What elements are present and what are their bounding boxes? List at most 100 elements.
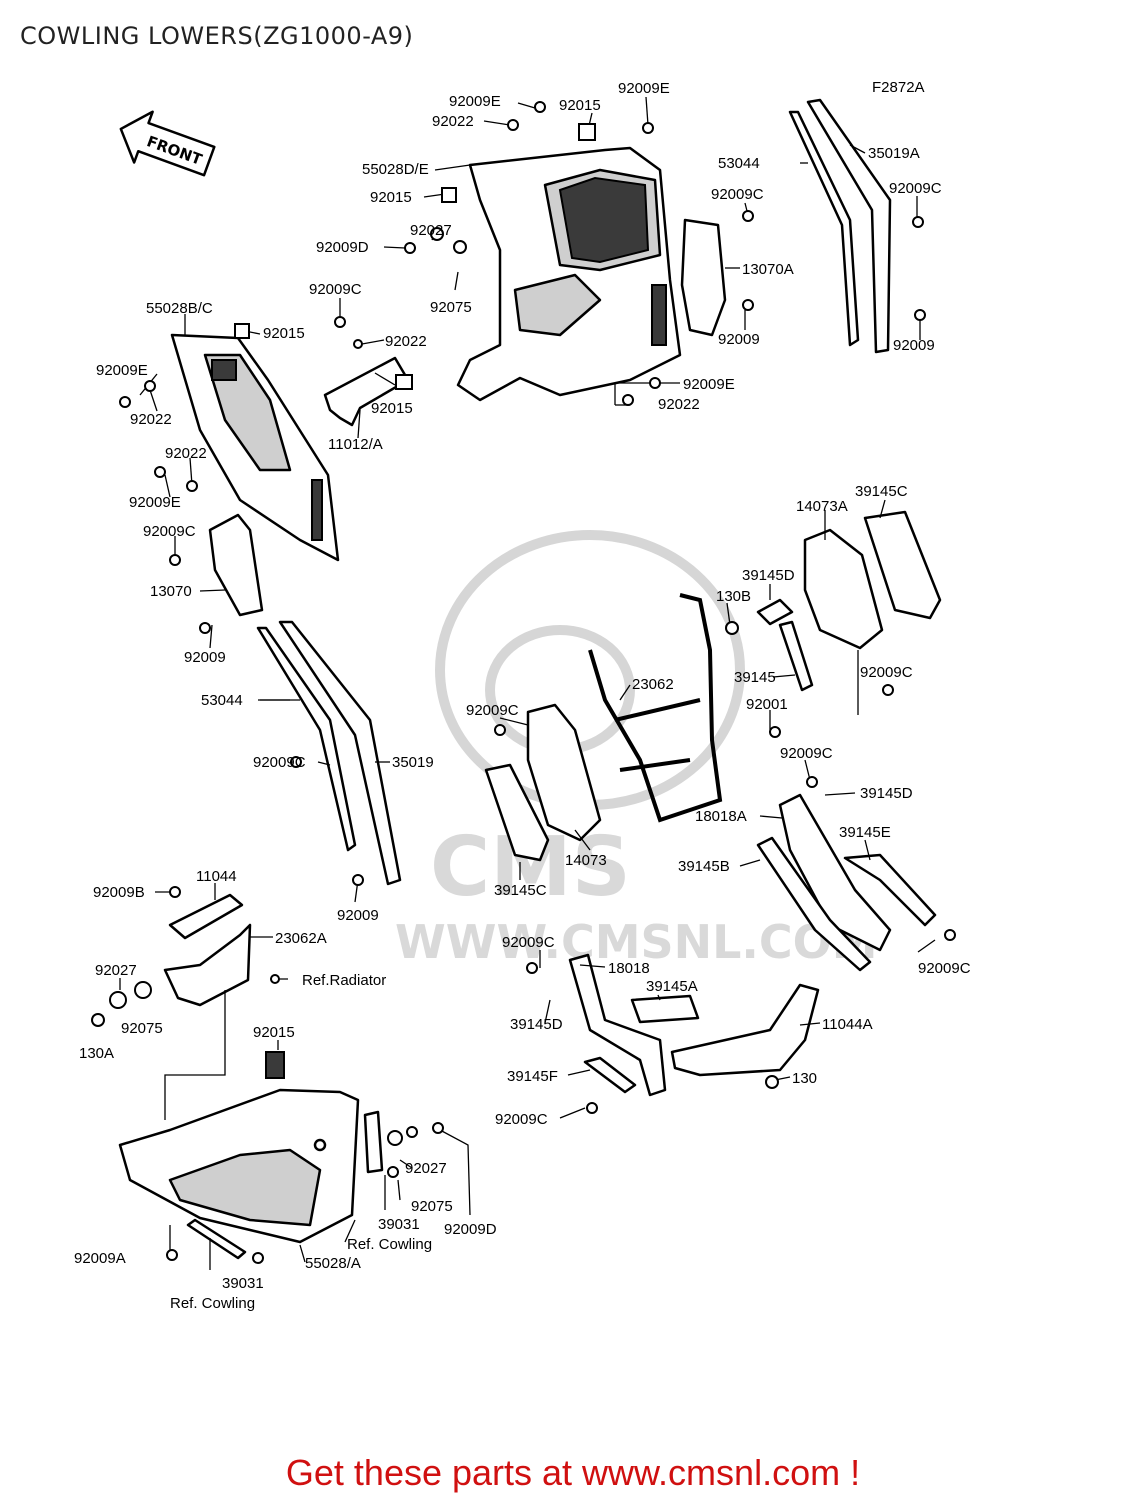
label-92075: 92075	[430, 299, 472, 316]
trim-pair-left	[256, 620, 402, 886]
clip-39145A	[630, 994, 700, 1024]
rod-39145D-upper	[756, 598, 794, 626]
label-39031: 39031	[222, 1275, 264, 1292]
label-92009E: 92009E	[129, 494, 181, 511]
label-130B: 130B	[716, 588, 751, 605]
label-ref-radiator: Ref.Radiator	[302, 972, 386, 989]
parts-diagram: CMS WWW.CMSNL.COM FRONT	[74, 79, 971, 1312]
label-39145D: 39145D	[860, 785, 913, 802]
label-39145C: 39145C	[494, 882, 547, 899]
label-ref-cowling: Ref. Cowling	[170, 1295, 255, 1312]
label-ref-cowling: Ref. Cowling	[347, 1236, 432, 1253]
leader-lines	[119, 96, 936, 1270]
trim-39145E	[843, 853, 937, 927]
trim-39145B	[756, 836, 872, 972]
label-23062: 23062	[632, 676, 674, 693]
label-14073A: 14073A	[796, 498, 848, 515]
label-92009C: 92009C	[495, 1111, 548, 1128]
rod-39145	[778, 620, 814, 692]
label-39145B: 39145B	[678, 858, 730, 875]
label-39145A: 39145A	[646, 978, 698, 995]
upper-cowling-panel	[456, 146, 682, 402]
label-55028A: 55028/A	[305, 1255, 361, 1272]
label-92015: 92015	[370, 189, 412, 206]
label-92009D: 92009D	[316, 239, 369, 256]
label-92009C: 92009C	[711, 186, 764, 203]
bracket-23062A	[163, 923, 252, 1007]
label-92009C: 92009C	[143, 523, 196, 540]
label-39145F: 39145F	[507, 1068, 558, 1085]
label-92022: 92022	[385, 333, 427, 350]
label-92027: 92027	[410, 222, 452, 239]
label-14073: 14073	[565, 852, 607, 869]
bracket-18018A	[778, 793, 892, 952]
trim-39145F	[583, 1056, 637, 1094]
label-130: 130	[792, 1070, 817, 1087]
label-92009B: 92009B	[93, 884, 145, 901]
label-92009E: 92009E	[449, 93, 501, 110]
label-92015: 92015	[263, 325, 305, 342]
bottom-cowl-55028A	[118, 1051, 360, 1244]
label-35019: 35019	[392, 754, 434, 771]
duct-13070	[208, 513, 264, 617]
label-92022: 92022	[165, 445, 207, 462]
side-panel-left	[170, 333, 340, 562]
label-39145D: 39145D	[510, 1016, 563, 1033]
bracket-11044A	[670, 983, 820, 1077]
label-92015: 92015	[371, 400, 413, 417]
bracket-11044	[168, 893, 244, 940]
label-92009C: 92009C	[309, 281, 362, 298]
frame-23062	[588, 593, 723, 823]
label-53044: 53044	[201, 692, 243, 709]
watermark-url-text: WWW.CMSNL.COM	[395, 915, 878, 969]
label-92027: 92027	[95, 962, 137, 979]
label-92075: 92075	[121, 1020, 163, 1037]
label-92009C: 92009C	[889, 180, 942, 197]
rod-39031-right	[363, 1110, 384, 1174]
label-92009: 92009	[184, 649, 226, 666]
rod-39031-bottom	[186, 1218, 247, 1260]
label-92009: 92009	[718, 331, 760, 348]
front-arrow: FRONT	[119, 110, 216, 177]
label-92009C: 92009C	[780, 745, 833, 762]
label-23062A: 23062A	[275, 930, 327, 947]
label-92001: 92001	[746, 696, 788, 713]
label-92009C: 92009C	[918, 960, 971, 977]
label-130A: 130A	[79, 1045, 114, 1062]
label-39145C: 39145C	[855, 483, 908, 500]
label-92009C: 92009C	[860, 664, 913, 681]
label-92009C: 92009C	[466, 702, 519, 719]
bracket-18018	[568, 953, 667, 1097]
label-92009C: 92009C	[253, 754, 306, 771]
bracket-11012	[323, 356, 410, 427]
label-92009: 92009	[893, 337, 935, 354]
label-39145E: 39145E	[839, 824, 891, 841]
duct-14073A	[803, 510, 942, 650]
label-13070: 13070	[150, 583, 192, 600]
page-title: COWLING LOWERS(ZG1000-A9)	[20, 22, 414, 50]
label-92009C: 92009C	[502, 934, 555, 951]
label-92027: 92027	[405, 1160, 447, 1177]
label-92009E: 92009E	[618, 80, 670, 97]
label-39145D: 39145D	[742, 567, 795, 584]
footer-link[interactable]: Get these parts at www.cmsnl.com !	[285, 1452, 861, 1493]
label-92015: 92015	[559, 97, 601, 114]
label-35019A: 35019A	[868, 145, 920, 162]
figure-code: F2872A	[872, 79, 925, 96]
label-92022: 92022	[432, 113, 474, 130]
label-13070A: 13070A	[742, 261, 794, 278]
label-92009E: 92009E	[96, 362, 148, 379]
label-18018A: 18018A	[695, 808, 747, 825]
label-39031: 39031	[378, 1216, 420, 1233]
label-11044A: 11044A	[822, 1016, 873, 1033]
label-92015: 92015	[253, 1024, 295, 1041]
label-92022: 92022	[130, 411, 172, 428]
label-92009A: 92009A	[74, 1250, 126, 1267]
label-55028DE: 55028D/E	[362, 161, 429, 178]
fasteners	[91, 101, 956, 1264]
label-18018: 18018	[608, 960, 650, 977]
part-labels: F2872A 92009E 92022 92015 92009E 55028D/…	[74, 79, 971, 1312]
label-53044: 53044	[718, 155, 760, 172]
label-92009E: 92009E	[683, 376, 735, 393]
label-39145: 39145	[734, 669, 776, 686]
